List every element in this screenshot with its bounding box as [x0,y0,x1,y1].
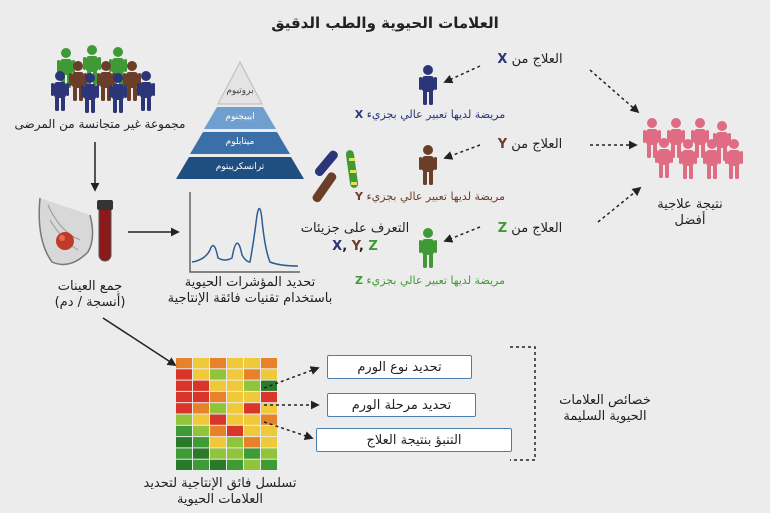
heatmap-cell [210,425,226,437]
heatmap-cell [193,414,209,425]
heatmap-cell [261,358,277,369]
heatmap-cell [227,358,243,369]
heatmap-cell [227,414,243,425]
sequencing-label: تسلسل فائق الإنتاجية لتحديد العلامات الح… [143,476,297,508]
heatmap-cell [261,437,277,448]
heatmap-cell [176,448,192,459]
patient-x-icon [419,65,437,105]
heatmap-cell [210,437,226,448]
heatmap-cell [210,369,226,380]
properties-label: خصائص العلامات الحيوية السليمة [559,393,651,425]
heatmap-cell [244,403,260,414]
box-treatment-prediction: التنبؤ بنتيجة العلاج [316,428,512,452]
heatmap-cell [210,358,226,369]
heatmap-cell [244,414,260,425]
heatmap-cell [176,391,192,403]
heatmap-cell [261,448,277,459]
heatmap-cell [176,380,192,391]
heatmap-cell [227,403,243,414]
dashed-arrows [263,65,642,461]
heatmap-cell [176,437,192,448]
patient-z-icon [419,228,437,268]
heatmap-cell [227,459,243,470]
biomarker-id-label: تحديد المؤشرات الحيوية باستخدام تقنيات ف… [167,275,333,307]
heatmap-cell [227,437,243,448]
pyramid-transcriptome: ترانسكريبتوم [215,162,265,172]
heatmap-cell [227,369,243,380]
heatmap-cell [261,414,277,425]
pyramid-metabolome: ميتابلوم [225,137,255,147]
heatmap-cell [193,459,209,470]
heatmap-cell [244,437,260,448]
heatmap-cell [227,391,243,403]
heatmap-cell [244,459,260,470]
patient-y-label: مريضة لديها تعبير عالي بجزيء Y [354,190,506,203]
box-tumor-type: تحديد نوع الورم [327,355,472,379]
heatmap-cell [244,448,260,459]
treatment-z-label: العلاج من Z [497,221,563,236]
heatmap-cell [193,391,209,403]
heatmap-cell [193,448,209,459]
heatmap-cell [193,380,209,391]
heatmap-cell [176,425,192,437]
patients-group-label: مجموعة غير متجانسة من المرضى [14,117,186,131]
patient-z-label: مريضة لديها تعبير عالي بجزيء Z [354,274,506,287]
page-title: العلامات الحيوية والطب الدقيق [271,14,499,32]
heatmap-cell [244,391,260,403]
heatmap-cell [193,437,209,448]
sample-collection-label: جمع العينات (أنسجة / دم) [54,279,126,311]
tissue-sample-icon [38,197,94,266]
heatmap-cell [210,380,226,391]
treatment-y-label: العلاج من Y [497,137,563,152]
heatmap-cell [210,459,226,470]
heatmap-cell [261,391,277,403]
biomarker-peaks-chart [189,192,300,273]
better-outcome-group-icon [643,118,743,179]
heatmap-cell [176,403,192,414]
heatmap-cell [210,414,226,425]
heatmap-cell [176,369,192,380]
patient-y-icon [419,145,437,185]
heatmap-cell [227,380,243,391]
pyramid-epigenome: ايبيجنوم [225,112,255,122]
heatmap-cell [244,369,260,380]
box-tumor-stage: تحديد مرحلة الورم [327,393,476,417]
heatmap-cell [193,369,209,380]
heatmap-cell [227,425,243,437]
heatmap-cell [176,459,192,470]
patient-group-icon [51,45,155,113]
molecule-recognition-label: التعرف على جزيئات [300,221,410,236]
heatmap-cell [244,380,260,391]
blood-tube-icon [97,200,113,262]
molecules-xyz-label: X, Y, Z [332,239,378,254]
heatmap-cell [261,403,277,414]
heatmap-cell [261,369,277,380]
heatmap-cell [210,403,226,414]
better-outcome-label: نتيجة علاجية أفضل [657,197,723,229]
molecule-icons [312,150,359,203]
heatmap-cell [261,380,277,391]
heatmap-cell [227,448,243,459]
heatmap-cell [193,403,209,414]
heatmap-cell [261,459,277,470]
heatmap-cell [193,425,209,437]
heatmap-cell [193,358,209,369]
heatmap-cell [244,425,260,437]
heatmap-cell [176,358,192,369]
heatmap-cell [261,425,277,437]
heatmap-cell [244,358,260,369]
sequencing-heatmap [176,358,277,470]
heatmap-cell [210,448,226,459]
treatment-x-label: العلاج من X [497,52,563,67]
heatmap-cell [210,391,226,403]
omics-pyramid [176,60,304,179]
patient-x-label: مريضة لديها تعبير عالي بجزيء X [354,108,506,121]
pyramid-proteome: بروتيوم [226,86,254,96]
flow-arrows [90,142,180,366]
heatmap-cell [176,414,192,425]
